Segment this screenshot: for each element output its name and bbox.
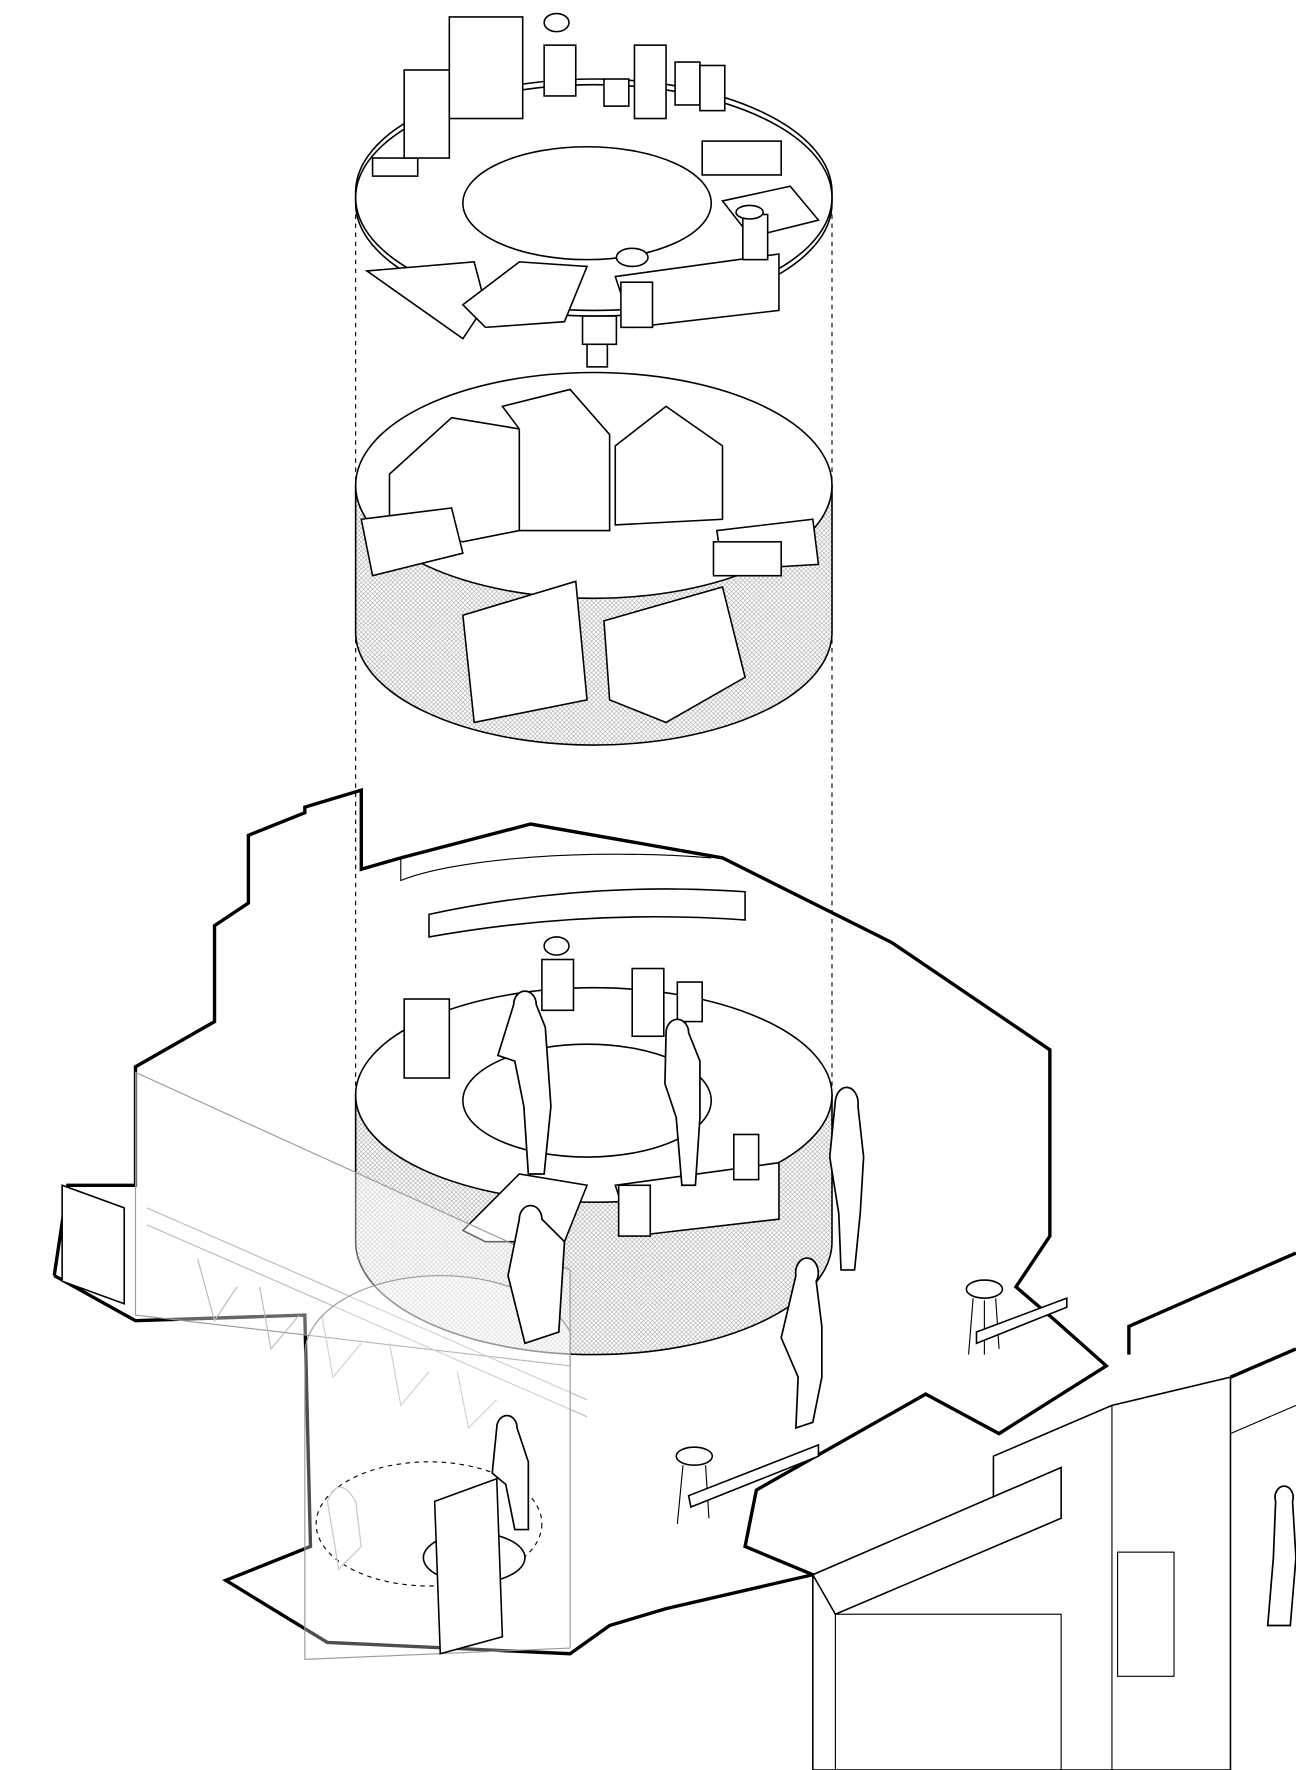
- coffee-brewer: [448, 16, 524, 120]
- fridge-appliance: [403, 69, 451, 159]
- adjacent-building: [811, 1251, 1296, 1770]
- cabinet-drum-layer: [354, 371, 833, 746]
- booth-enclosure: [304, 1275, 571, 1660]
- grinder: [543, 44, 577, 97]
- floor-plan-layer: [52, 787, 1110, 1656]
- furniture: [61, 1184, 1068, 1524]
- barista-figure: [664, 1018, 701, 1187]
- people-silhouettes: [491, 990, 865, 1531]
- passerby-figure: [1266, 1485, 1296, 1627]
- glass-partition: [134, 1071, 588, 1430]
- customer-figure: [828, 1086, 865, 1271]
- customer-figure: [507, 1204, 566, 1345]
- assembled-counter: [354, 936, 833, 1356]
- projection-lines: [355, 214, 833, 1197]
- barista-figure: [496, 990, 552, 1175]
- counter-top-layer: [354, 12, 833, 368]
- customer-figure: [780, 1257, 823, 1430]
- seated-figure: [491, 1414, 530, 1531]
- overhead-light-fixture: [428, 888, 746, 938]
